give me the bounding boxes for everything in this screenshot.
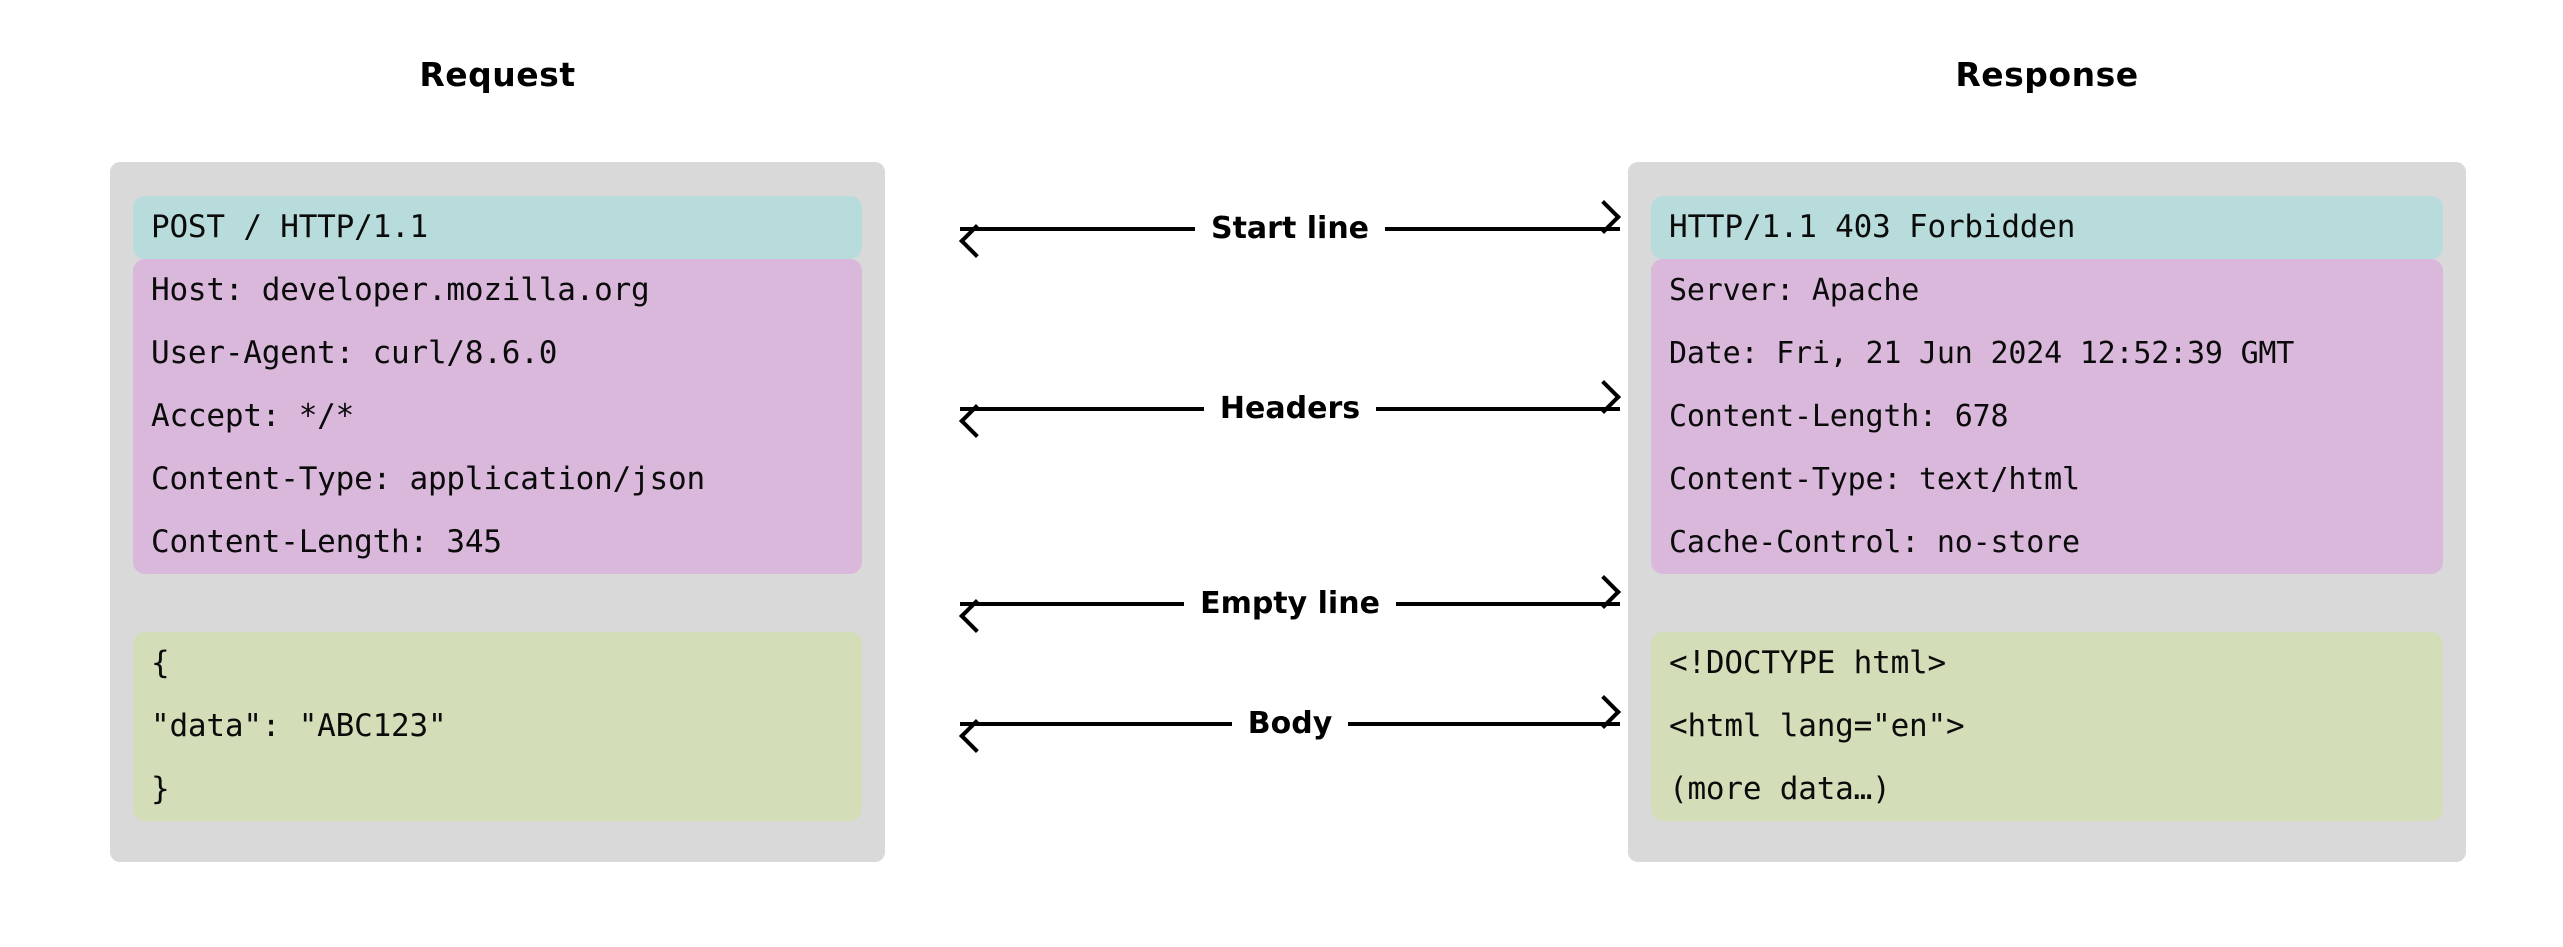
- arrow-label-headers: Headers: [1219, 391, 1361, 426]
- response-column-title: Response: [1955, 55, 2139, 94]
- request-body-line: }: [151, 771, 170, 807]
- request-body-line: {: [151, 645, 170, 681]
- response-start-line-band: HTTP/1.1 403 Forbidden: [1651, 196, 2443, 259]
- left-arrow-icon: [960, 602, 1185, 606]
- arrow-label-start-line: Start line: [1210, 211, 1370, 246]
- request-body-band: { "data": "ABC123" }: [133, 632, 862, 821]
- response-message-card: HTTP/1.1 403 Forbidden Server: Apache Da…: [1628, 162, 2466, 862]
- request-start-line-band: POST / HTTP/1.1: [133, 196, 862, 259]
- response-header-line: Cache-Control: no-store: [1669, 525, 2080, 560]
- request-column-title: Request: [419, 55, 576, 94]
- arrow-label-body: Body: [1247, 706, 1333, 741]
- left-arrow-icon: [960, 722, 1232, 726]
- response-body-line: <html lang="en">: [1669, 708, 1965, 744]
- arrow-row-start-line: Start line: [960, 205, 1621, 253]
- right-arrow-icon: [1395, 602, 1620, 606]
- request-headers-band: Host: developer.mozilla.org User-Agent: …: [133, 259, 862, 574]
- response-body-line: (more data…): [1669, 771, 1891, 807]
- request-header-line: Content-Length: 345: [151, 524, 502, 560]
- response-headers-band: Server: Apache Date: Fri, 21 Jun 2024 12…: [1651, 259, 2443, 574]
- request-header-line: Accept: */*: [151, 398, 355, 434]
- arrow-row-empty-line: Empty line: [960, 580, 1620, 628]
- request-message-card: POST / HTTP/1.1 Host: developer.mozilla.…: [110, 162, 885, 862]
- response-body-band: <!DOCTYPE html> <html lang="en"> (more d…: [1651, 632, 2443, 821]
- right-arrow-icon: [1348, 722, 1621, 726]
- request-start-line-text: POST / HTTP/1.1: [151, 209, 428, 245]
- request-header-line: Content-Type: application/json: [151, 461, 705, 497]
- response-body-line: <!DOCTYPE html>: [1669, 645, 1946, 681]
- request-body-line: "data": "ABC123": [151, 708, 447, 744]
- arrow-row-body: Body: [960, 700, 1621, 748]
- right-arrow-icon: [1385, 227, 1621, 231]
- response-header-line: Content-Type: text/html: [1669, 462, 2080, 497]
- response-header-line: Content-Length: 678: [1669, 399, 2009, 434]
- right-arrow-icon: [1376, 407, 1621, 411]
- response-header-line: Server: Apache: [1669, 273, 1920, 308]
- arrow-label-empty-line: Empty line: [1200, 586, 1380, 621]
- request-header-line: Host: developer.mozilla.org: [151, 272, 650, 308]
- response-start-line-text: HTTP/1.1 403 Forbidden: [1669, 209, 2076, 245]
- arrow-row-headers: Headers: [960, 385, 1621, 433]
- left-arrow-icon: [960, 227, 1195, 231]
- response-header-line: Date: Fri, 21 Jun 2024 12:52:39 GMT: [1669, 336, 2295, 371]
- left-arrow-icon: [960, 407, 1204, 411]
- request-header-line: User-Agent: curl/8.6.0: [151, 335, 558, 371]
